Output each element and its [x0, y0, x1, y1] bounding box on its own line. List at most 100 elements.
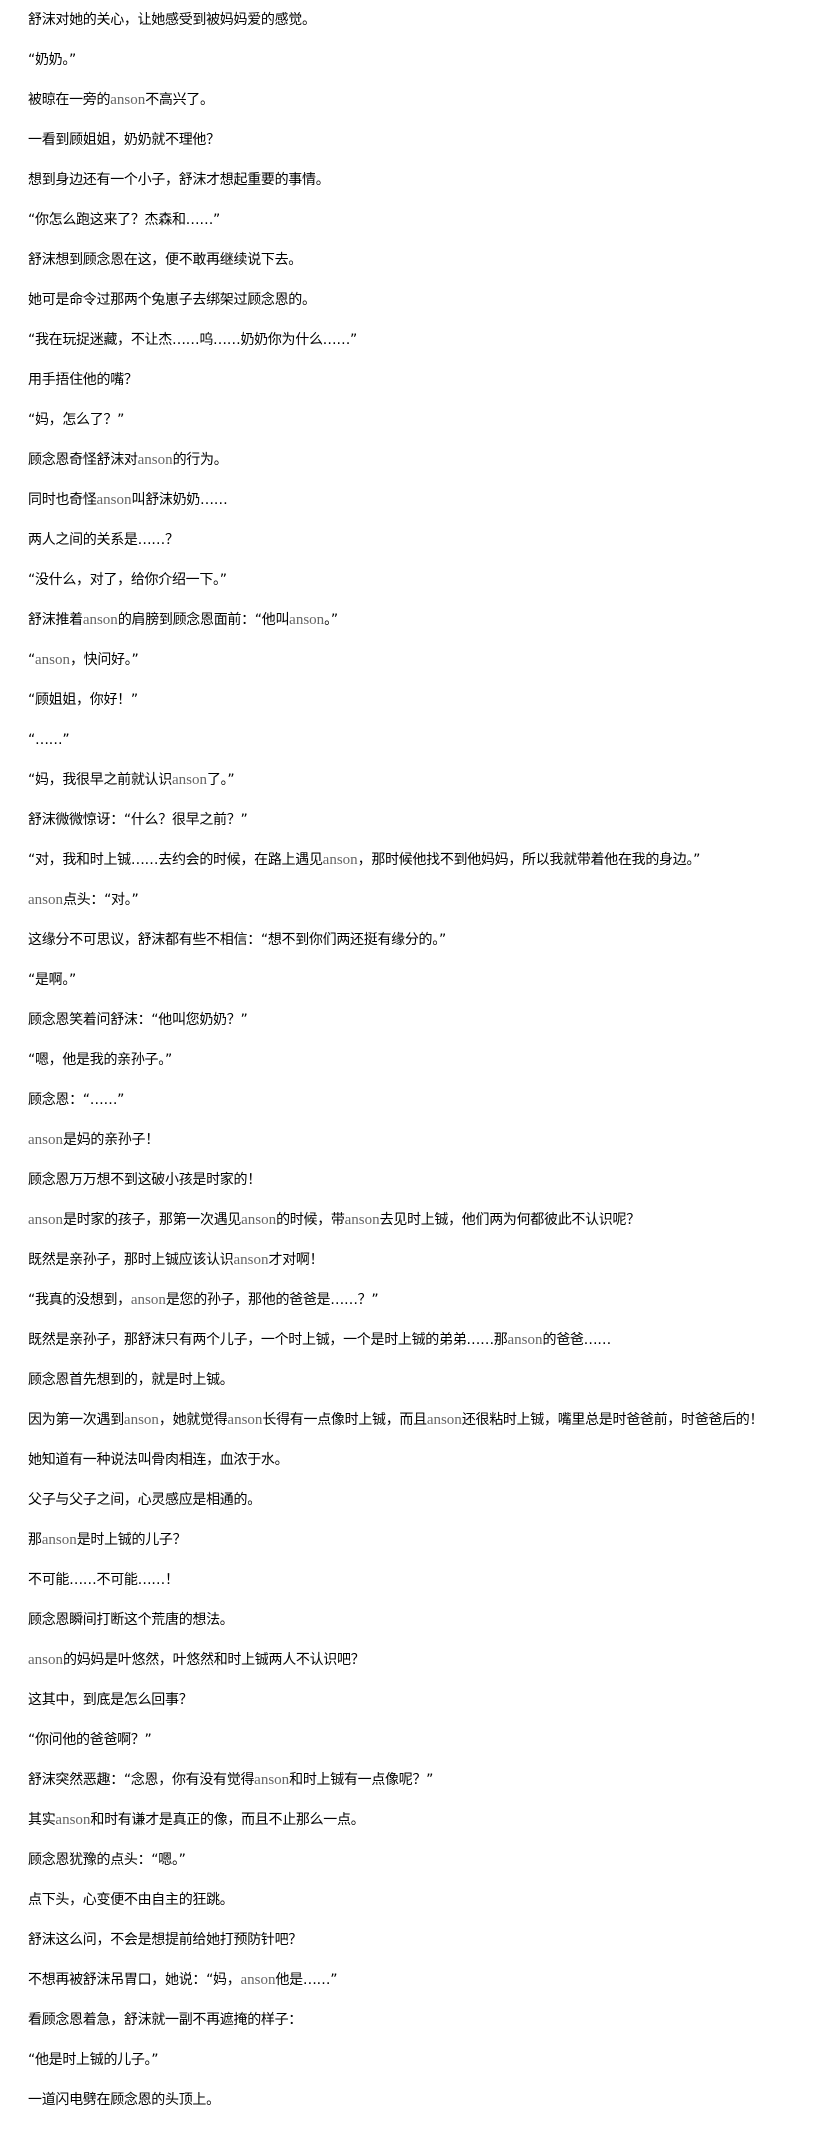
paragraph-text: 她可是命令过那两个兔崽子去绑架过顾念恩的。 [28, 292, 316, 308]
paragraph-text: 才对啊！ [268, 1252, 324, 1268]
paragraph-text: 顾念恩犹豫的点头：“嗯。” [28, 1852, 186, 1868]
paragraph-text: 顾念恩：“……” [28, 1092, 125, 1108]
paragraph: 顾念恩万万想不到这破小孩是时家的！ [28, 1160, 835, 1200]
paragraph: 顾念恩首先想到的，就是时上铖。 [28, 1360, 835, 1400]
paragraph-text: 他是……” [275, 1972, 338, 1988]
character-name: anson [82, 612, 118, 628]
character-name: anson [322, 852, 358, 868]
paragraph: 这其中，到底是怎么回事？ [28, 1680, 835, 1720]
paragraph-text: 的时候，带 [276, 1212, 345, 1228]
paragraph-text: 既然是亲孙子，那舒沫只有两个儿子，一个时上铖，一个是时上铖的弟弟……那 [28, 1332, 508, 1348]
paragraph-text: “你问他的爸爸啊？” [28, 1732, 152, 1748]
character-name: anson [110, 92, 146, 108]
paragraph: 顾念恩奇怪舒沫对anson的行为。 [28, 440, 835, 480]
paragraph: 舒沫想到顾念恩在这，便不敢再继续说下去。 [28, 240, 835, 280]
paragraph-text: 两人之间的关系是……？ [28, 532, 179, 548]
paragraph: anson点头：“对。” [28, 880, 835, 920]
paragraph-text: 这缘分不可思议，舒沫都有些不相信：“想不到你们两还挺有缘分的。” [28, 932, 446, 948]
paragraph-text: “是啊。” [28, 972, 77, 988]
paragraph: “你问他的爸爸啊？” [28, 1720, 835, 1760]
character-name: anson [289, 612, 325, 628]
paragraph-text: 的妈妈是叶悠然，叶悠然和时上铖两人不认识吧？ [63, 1652, 365, 1668]
paragraph: “我真的没想到，anson是您的孙子，那他的爸爸是……？” [28, 1280, 835, 1320]
character-name: anson [34, 652, 70, 668]
character-name: anson [171, 772, 207, 788]
paragraph: 点下头，心变便不由自主的狂跳。 [28, 1880, 835, 1920]
paragraph-text: 不高兴了。 [145, 92, 214, 108]
paragraph: 既然是亲孙子，那时上铖应该认识anson才对啊！ [28, 1240, 835, 1280]
paragraph-text: 。” [324, 612, 338, 628]
character-name: anson [55, 1812, 91, 1828]
paragraph: 她可是命令过那两个兔崽子去绑架过顾念恩的。 [28, 280, 835, 320]
paragraph-text: 是妈的亲孙子！ [63, 1132, 159, 1148]
paragraph-text: “没什么，对了，给你介绍一下。” [28, 572, 227, 588]
character-name: anson [227, 1412, 263, 1428]
paragraph: “妈，我很早之前就认识anson了。” [28, 760, 835, 800]
character-name: anson [28, 1212, 63, 1228]
paragraph: “我在玩捉迷藏，不让杰……呜……奶奶你为什么……” [28, 320, 835, 360]
paragraph-text: 用手捂住他的嘴？ [28, 372, 138, 388]
paragraph-text: 和时有谦才是真正的像，而且不止那么一点。 [90, 1812, 365, 1828]
paragraph: 用手捂住他的嘴？ [28, 360, 835, 400]
character-name: anson [28, 1652, 63, 1668]
paragraph-text: 一道闪电劈在顾念恩的头顶上。 [28, 2092, 220, 2108]
paragraph-text: “妈，我很早之前就认识 [28, 772, 172, 788]
paragraph: “妈，怎么了？” [28, 400, 835, 440]
paragraph: 舒沫微微惊讶：“什么？很早之前？” [28, 800, 835, 840]
paragraph: “对，我和时上铖……去约会的时候，在路上遇见anson，那时候他找不到他妈妈，所… [28, 840, 835, 880]
paragraph-text: ，她就觉得 [158, 1412, 228, 1428]
paragraph: 顾念恩犹豫的点头：“嗯。” [28, 1840, 835, 1880]
paragraph: 不想再被舒沫吊胃口，她说：“妈，anson他是……” [28, 1960, 835, 2000]
paragraph-text: 舒沫推着 [28, 612, 83, 628]
paragraph-text: 是时家的孩子，那第一次遇见 [63, 1212, 242, 1228]
paragraph-text: 不可能……不可能……！ [28, 1572, 179, 1588]
paragraph: 那anson是时上铖的儿子？ [28, 1520, 835, 1560]
paragraph-text: 父子与父子之间，心灵感应是相通的。 [28, 1492, 261, 1508]
paragraph-text: 不想再被舒沫吊胃口，她说：“妈， [28, 1972, 241, 1988]
paragraph-text: 叫舒沫奶奶…… [131, 492, 228, 508]
character-name: anson [344, 1212, 380, 1228]
paragraph-text: 被晾在一旁的 [28, 92, 111, 108]
paragraph-text: “我真的没想到， [28, 1292, 131, 1308]
paragraph: 顾念恩瞬间打断这个荒唐的想法。 [28, 1600, 835, 1640]
paragraph: 因为第一次遇到anson，她就觉得anson长得有一点像时上铖，而且anson还… [28, 1400, 835, 1440]
paragraph-text: 还很粘时上铖，嘴里总是时爸爸前，时爸爸后的！ [461, 1412, 764, 1428]
character-name: anson [241, 1212, 277, 1228]
paragraph: 两人之间的关系是……？ [28, 520, 835, 560]
paragraph-text: “你怎么跑这来了？杰森和……” [28, 212, 221, 228]
paragraph: 其实anson和时有谦才是真正的像，而且不止那么一点。 [28, 1800, 835, 1840]
paragraph: “奶奶。” [28, 40, 835, 80]
character-name: anson [240, 1972, 276, 1988]
paragraph: anson的妈妈是叶悠然，叶悠然和时上铖两人不认识吧？ [28, 1640, 835, 1680]
paragraph: “……” [28, 720, 835, 760]
paragraph-text: 是您的孙子，那他的爸爸是……？” [165, 1292, 379, 1308]
paragraph-text: “……” [28, 732, 70, 748]
paragraph-text: 因为第一次遇到 [28, 1412, 124, 1428]
paragraph-text: 一看到顾姐姐，奶奶就不理他？ [28, 132, 220, 148]
paragraph-text: 顾念恩瞬间打断这个荒唐的想法。 [28, 1612, 234, 1628]
character-name: anson [426, 1412, 462, 1428]
paragraph-text: “对，我和时上铖……去约会的时候，在路上遇见 [28, 852, 323, 868]
paragraph: “顾姐姐，你好！” [28, 680, 835, 720]
paragraph: “他是时上铖的儿子。” [28, 2040, 835, 2080]
paragraph-text: “我在玩捉迷藏，不让杰……呜……奶奶你为什么……” [28, 332, 358, 348]
character-name: anson [507, 1332, 543, 1348]
paragraph: 既然是亲孙子，那舒沫只有两个儿子，一个时上铖，一个是时上铖的弟弟……那anson… [28, 1320, 835, 1360]
paragraph-text: 的爸爸…… [542, 1332, 612, 1348]
paragraph: 舒沫突然恶趣：“念恩，你有没有觉得anson和时上铖有一点像呢？” [28, 1760, 835, 1800]
character-name: anson [96, 492, 132, 508]
paragraph: 父子与父子之间，心灵感应是相通的。 [28, 1480, 835, 1520]
paragraph-text: 舒沫想到顾念恩在这，便不敢再继续说下去。 [28, 252, 302, 268]
character-name: anson [130, 1292, 166, 1308]
paragraph-text: “顾姐姐，你好！” [28, 692, 138, 708]
paragraph-text: 舒沫突然恶趣：“念恩，你有没有觉得 [28, 1772, 255, 1788]
paragraph: 看顾念恩着急，舒沫就一副不再遮掩的样子： [28, 2000, 835, 2040]
paragraph-text: 舒沫对她的关心，让她感受到被妈妈爱的感觉。 [28, 12, 316, 28]
paragraph-text: 点下头，心变便不由自主的狂跳。 [28, 1892, 234, 1908]
paragraph-text: “他是时上铖的儿子。” [28, 2052, 159, 2068]
paragraph: “anson，快问好。” [28, 640, 835, 680]
character-name: anson [137, 452, 173, 468]
paragraph: “嗯，他是我的亲孙子。” [28, 1040, 835, 1080]
character-name: anson [28, 1132, 63, 1148]
paragraph: 不可能……不可能……！ [28, 1560, 835, 1600]
